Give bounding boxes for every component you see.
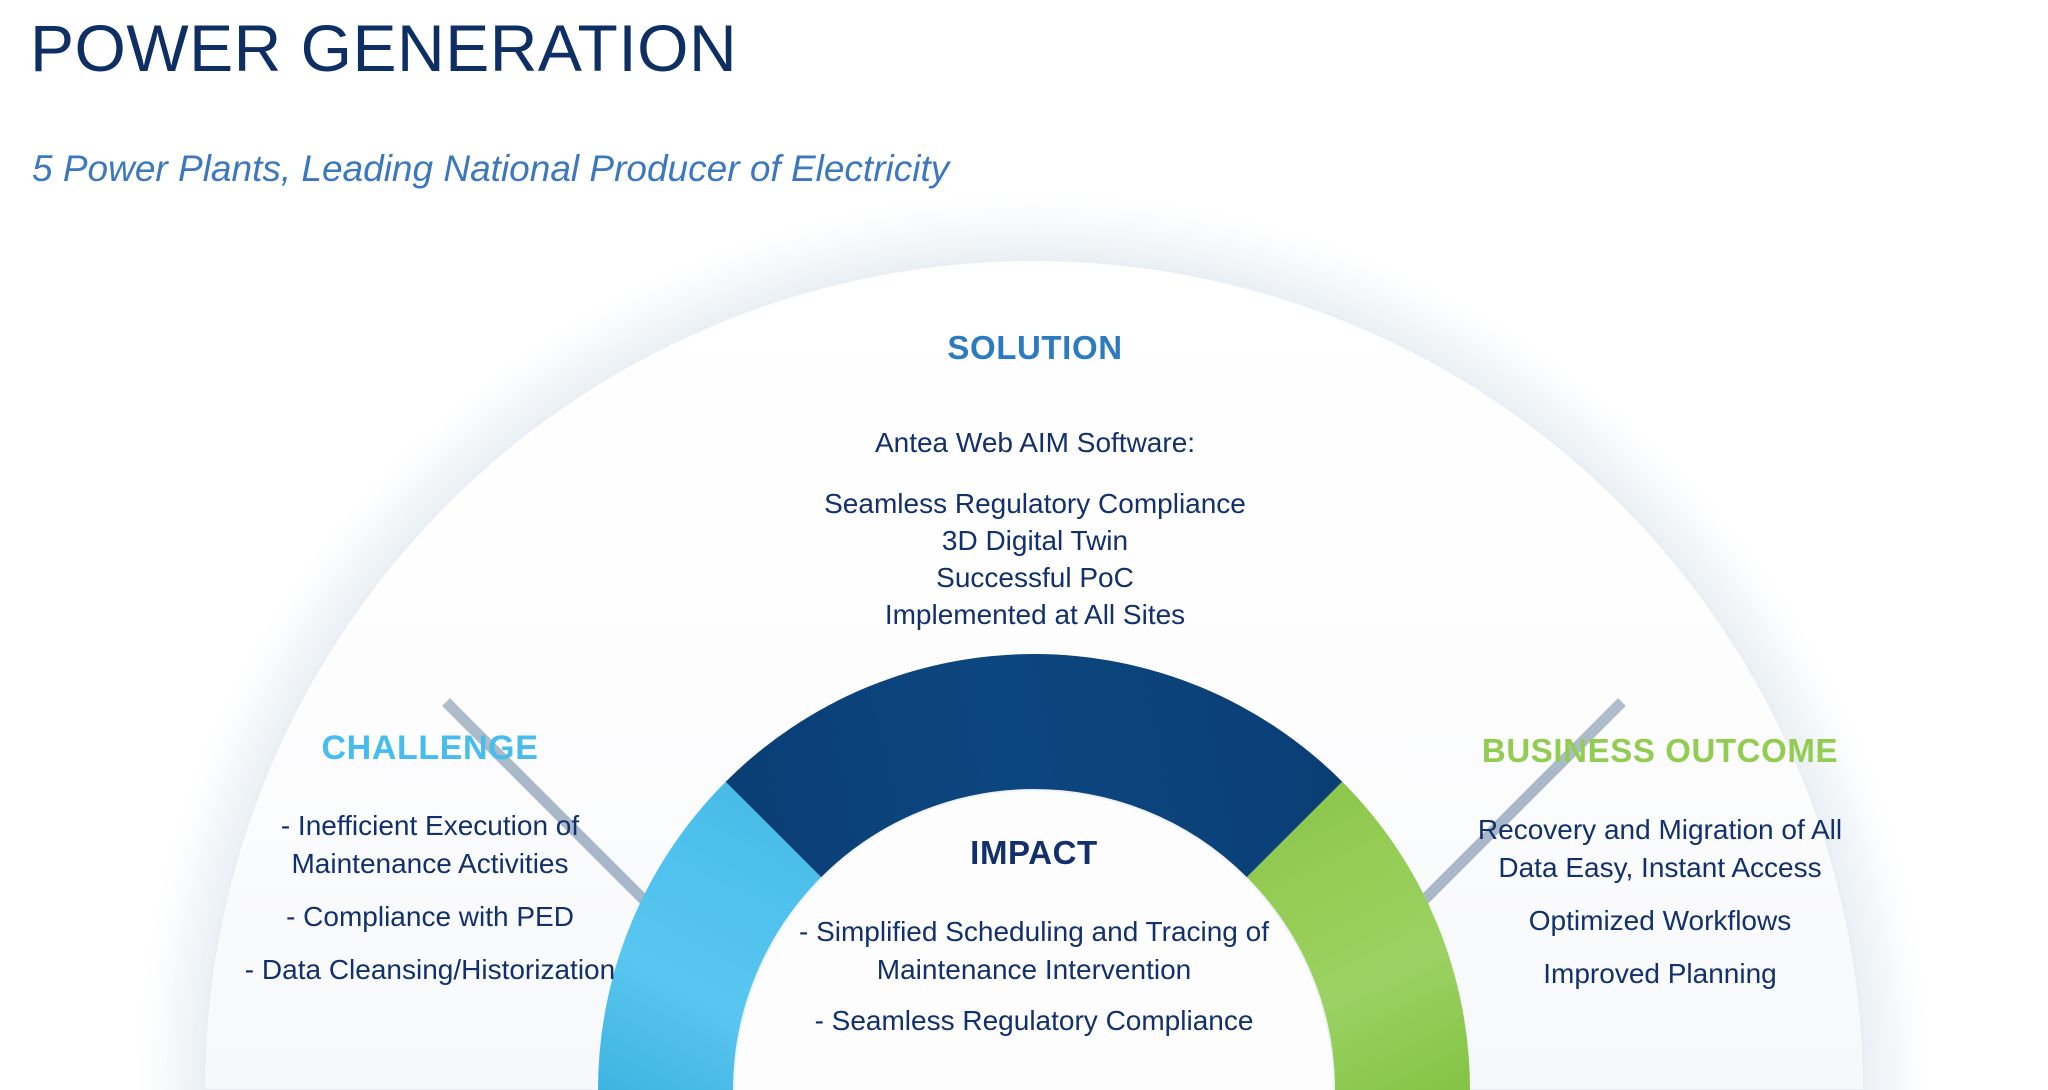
arc-segment-business-outcome xyxy=(1130,781,1470,1090)
inner-hole xyxy=(733,789,1335,1090)
challenge-item: - Inefficient Execution of xyxy=(280,810,580,842)
arc-segment-challenge xyxy=(598,781,938,1090)
business-outcome-item: Data Easy, Instant Access xyxy=(1498,851,1822,883)
solution-item: Successful PoC xyxy=(936,562,1134,593)
page-title: POWER GENERATION xyxy=(30,11,738,85)
section-challenge: CHALLENGE - Inefficient Execution of Mai… xyxy=(190,729,670,988)
business-outcome-item: Recovery and Migration of All xyxy=(1477,814,1843,846)
section-business-outcome: BUSINESS OUTCOME Recovery and Migration … xyxy=(1400,732,1920,992)
impact-item: - Simplified Scheduling and Tracing of xyxy=(798,916,1270,948)
challenge-item: - Compliance with PED xyxy=(286,900,574,932)
challenge-item: - Data Cleansing/Historization xyxy=(244,954,616,986)
solution-lead: Antea Web AIM Software: xyxy=(874,427,1196,459)
solution-item: 3D Digital Twin xyxy=(941,524,1129,556)
spacer xyxy=(190,882,670,898)
impact-items: - Simplified Scheduling and Tracing of M… xyxy=(760,913,1308,1039)
solution-heading: SOLUTION xyxy=(947,329,1123,366)
business-outcome-heading: BUSINESS OUTCOME xyxy=(1481,732,1839,769)
spacer xyxy=(1400,939,1920,955)
challenge-item: Maintenance Activities xyxy=(291,847,569,879)
solution-items: Seamless Regulatory Compliance 3D Digita… xyxy=(779,485,1291,634)
business-outcome-items: Recovery and Migration of All Data Easy,… xyxy=(1400,811,1920,992)
spacer xyxy=(760,988,1308,1002)
impact-item: - Seamless Regulatory Compliance xyxy=(814,1004,1254,1036)
business-outcome-item: Improved Planning xyxy=(1543,958,1777,989)
challenge-items: - Inefficient Execution of Maintenance A… xyxy=(190,807,670,988)
spacer xyxy=(1400,886,1920,902)
business-outcome-item: Optimized Workflows xyxy=(1528,904,1792,936)
page-subtitle: 5 Power Plants, Leading National Produce… xyxy=(32,148,950,189)
section-solution: SOLUTION Antea Web AIM Software: Seamles… xyxy=(779,329,1291,634)
challenge-heading: CHALLENGE xyxy=(321,729,539,767)
solution-item: Implemented at All Sites xyxy=(884,599,1186,631)
impact-item: Maintenance Intervention xyxy=(876,953,1192,985)
spacer xyxy=(190,935,670,951)
solution-item: Seamless Regulatory Compliance xyxy=(824,487,1246,519)
impact-heading: IMPACT xyxy=(970,834,1098,871)
section-impact: IMPACT - Simplified Scheduling and Traci… xyxy=(760,834,1308,1039)
